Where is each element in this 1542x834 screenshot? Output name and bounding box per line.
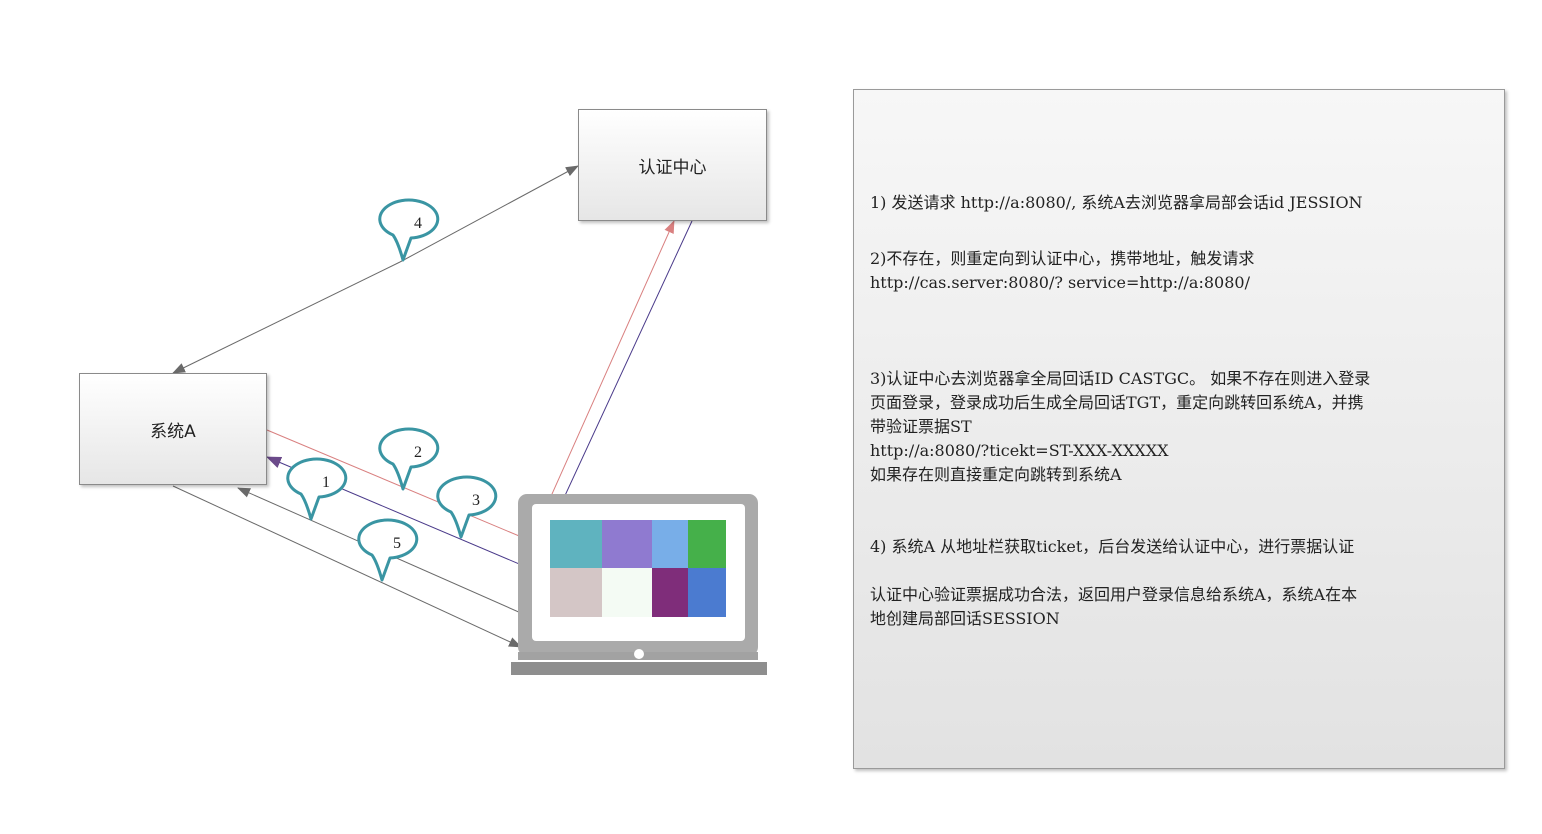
note-step-3-line-4: 如果存在则直接重定向跳转到系统A [870, 465, 1122, 484]
arrow-step-5-system-a-to-browser [172, 485, 522, 648]
note-step-2-url: http://cas.server:8080/? service=http://… [870, 273, 1250, 292]
arrow-step-4-to-system-a [172, 261, 401, 374]
bubble-step-4: 4 [378, 198, 440, 262]
auth-center-node: 认证中心 [578, 109, 767, 221]
step-2-label: 2 [414, 444, 422, 461]
laptop-base [511, 662, 767, 675]
app-tile [602, 520, 652, 568]
app-tile [602, 568, 652, 617]
step-3-label: 3 [472, 492, 480, 509]
note-step-5-line-1: 认证中心验证票据成功合法，返回用户登录信息给系统A，系统A在本 [870, 585, 1358, 604]
note-step-2: 2)不存在，则重定向到认证中心，携带地址，触发请求 [870, 249, 1255, 268]
step-5-label: 5 [393, 535, 401, 552]
step-4-label: 4 [414, 215, 422, 232]
app-tile [688, 568, 726, 617]
arrow-step-4-to-auth-center [399, 165, 579, 263]
step-1-label: 1 [322, 474, 330, 491]
app-tile [550, 568, 602, 617]
note-step-3-line-1: 3)认证中心去浏览器拿全局回话ID CASTGC。 如果不存在则进入登录 [870, 369, 1371, 388]
laptop-camera [634, 649, 644, 659]
notes-panel: 1) 发送请求 http://a:8080/, 系统A去浏览器拿局部会话id J… [853, 89, 1505, 769]
note-step-4: 4) 系统A 从地址栏获取ticket，后台发送给认证中心，进行票据认证 [870, 537, 1355, 556]
app-tile [688, 520, 726, 568]
app-tile [550, 520, 602, 568]
note-step-3-line-2: 页面登录，登录成功后生成全局回话TGT，重定向跳转回系统A，并携 [870, 393, 1364, 412]
bubble-step-2: 2 [378, 427, 440, 491]
app-tiles [550, 520, 726, 617]
bubble-step-3: 3 [436, 475, 498, 539]
system-a-label: 系统A [150, 421, 196, 442]
note-step-1: 1) 发送请求 http://a:8080/, 系统A去浏览器拿局部会话id J… [870, 193, 1363, 212]
app-tile [652, 520, 688, 568]
note-step-3-url: http://a:8080/?ticekt=ST-XXX-XXXXX [870, 441, 1169, 460]
note-step-5-line-2: 地创建局部回话SESSION [870, 609, 1060, 628]
auth-center-label: 认证中心 [638, 157, 707, 178]
laptop-browser [511, 494, 767, 675]
bubble-step-1: 1 [286, 457, 348, 521]
system-a-node: 系统A [79, 373, 267, 485]
note-step-3-line-3: 带验证票据ST [870, 417, 972, 436]
bubble-step-5: 5 [357, 518, 419, 582]
app-tile [652, 568, 688, 617]
